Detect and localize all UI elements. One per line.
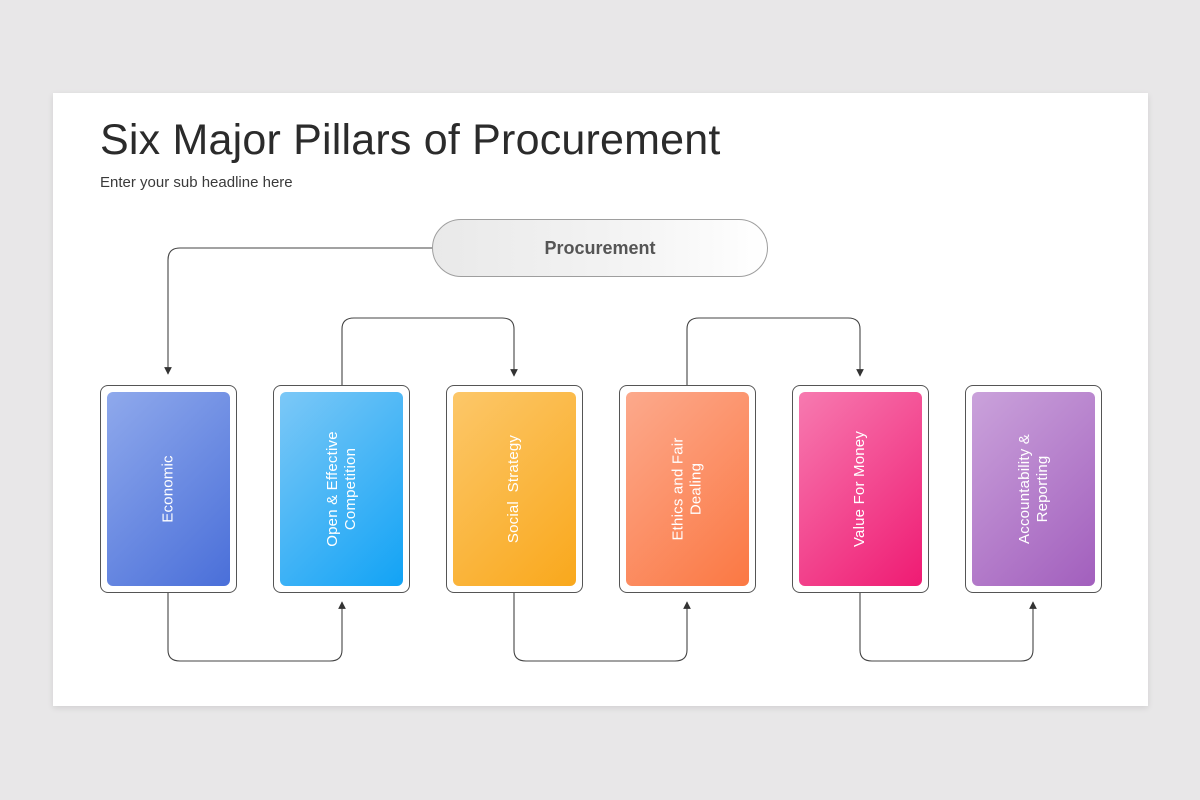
pillar-social-strategy: Social Strategy xyxy=(446,385,583,593)
pillar-ethics-fair-dealing: Ethics and Fair Dealing xyxy=(619,385,756,593)
pillar-label: Economic xyxy=(159,455,177,523)
root-node-procurement: Procurement xyxy=(432,219,768,277)
connector-ethics-to-value xyxy=(686,317,864,385)
pillar-card: Ethics and Fair Dealing xyxy=(626,392,749,586)
pillar-card: Open & Effective Competition xyxy=(280,392,403,586)
connector-value-to-accountability xyxy=(859,593,1037,662)
pillar-label: Ethics and Fair Dealing xyxy=(669,437,705,541)
pillar-card: Value For Money xyxy=(799,392,922,586)
connector-economic-to-competition xyxy=(167,593,346,662)
pillar-accountability-reporting: Accountability & Reporting xyxy=(965,385,1102,593)
pillar-value-for-money: Value For Money xyxy=(792,385,929,593)
pillar-open-effective-competition: Open & Effective Competition xyxy=(273,385,410,593)
connector-competition-to-social xyxy=(341,317,518,385)
slide-subtitle: Enter your sub headline here xyxy=(100,174,293,191)
pillar-label: Social Strategy xyxy=(505,434,523,544)
pillar-card: Economic xyxy=(107,392,230,586)
connector-procurement-to-economic xyxy=(164,247,432,375)
root-node-label: Procurement xyxy=(544,237,656,258)
slide-title: Six Major Pillars of Procurement xyxy=(100,116,721,164)
pillar-card: Accountability & Reporting xyxy=(972,392,1095,586)
pillar-label: Value For Money xyxy=(851,430,869,548)
pillar-label: Accountability & Reporting xyxy=(1015,434,1051,544)
pillar-label: Open & Effective Competition xyxy=(323,431,359,547)
pillar-economic: Economic xyxy=(100,385,237,593)
pillar-card: Social Strategy xyxy=(453,392,576,586)
connector-social-to-ethics xyxy=(513,593,691,662)
